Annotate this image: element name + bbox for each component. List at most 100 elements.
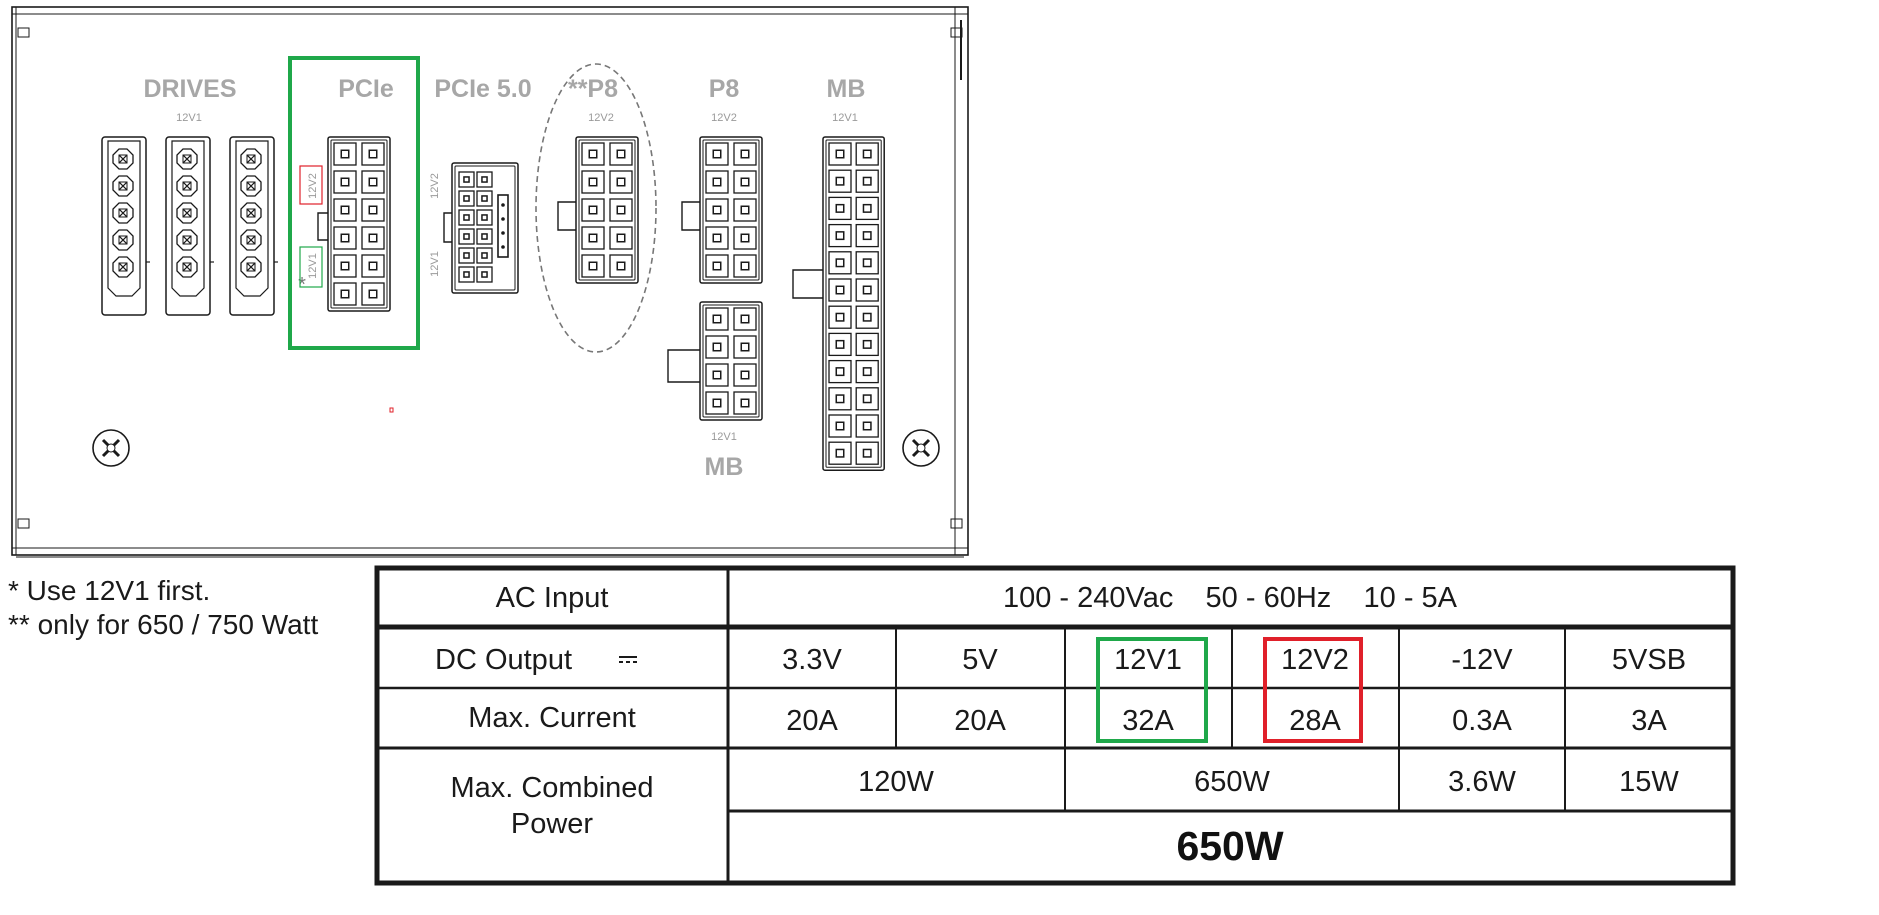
- connector-pin: [361, 142, 385, 166]
- connector-pin: [361, 198, 385, 222]
- connector-pin: [855, 169, 879, 193]
- dc-output-cell: 5V: [962, 644, 998, 676]
- connector-pin: [458, 171, 475, 188]
- header-mb-bottom: MB: [705, 453, 744, 481]
- connector-pin: [112, 148, 134, 170]
- note-line-2: ** only for 650 / 750 Watt: [8, 609, 318, 640]
- connector-pin: [240, 175, 262, 197]
- drive-connector: [229, 136, 278, 316]
- connector-pin: [581, 226, 605, 250]
- connector-pin: [333, 254, 357, 278]
- connector-pin: [581, 142, 605, 166]
- dc-output-cell: 5VSB: [1612, 644, 1686, 676]
- connector-pin: [476, 266, 493, 283]
- dc-output-cell: 3.3V: [782, 644, 842, 676]
- screw-icon: [92, 429, 130, 467]
- max-combined-cell: 3.6W: [1448, 766, 1516, 798]
- connector-pin: [828, 414, 852, 438]
- connector-pin: [581, 254, 605, 278]
- max-combined-cell: 650W: [1194, 766, 1270, 798]
- connector-pin: [733, 226, 757, 250]
- max-combined-label-line2: Power: [511, 808, 594, 840]
- dc-output-cell: -12V: [1451, 644, 1513, 676]
- connector-pin: [855, 305, 879, 329]
- connector-pin: [733, 307, 757, 331]
- rail-label-mb-top: 12V1: [832, 112, 858, 124]
- rail-label-pcie5-upper: 12V2: [429, 173, 441, 199]
- connector-pin: [855, 387, 879, 411]
- header-pcie: PCIe: [338, 75, 394, 103]
- max-current-cell: 0.3A: [1452, 705, 1512, 737]
- drive-connector: [165, 136, 214, 316]
- dc-output-row: 3.3V 5V 12V1 12V2 -12V 5VSB: [782, 644, 1686, 676]
- ac-input-label: AC Input: [496, 582, 609, 614]
- connector-pin: [705, 363, 729, 387]
- table-12v1-highlight: [1096, 637, 1208, 743]
- table-12v2-highlight: [1263, 637, 1363, 743]
- rail-label-mb-bottom: 12V1: [711, 431, 737, 443]
- header-drives: DRIVES: [143, 75, 236, 103]
- pcie5-connector: [443, 162, 519, 294]
- connector-pin: [458, 247, 475, 264]
- header-p8: P8: [709, 75, 740, 103]
- connector-pin: [828, 169, 852, 193]
- max-combined-total: 650W: [1176, 823, 1283, 869]
- connector-pin: [176, 175, 198, 197]
- max-combined-cell: 120W: [858, 766, 934, 798]
- connector-pin: [828, 332, 852, 357]
- connector-pin: [705, 226, 729, 250]
- connector-group: [101, 136, 885, 471]
- connector-pin: [476, 190, 493, 207]
- connector-pin: [476, 228, 493, 245]
- connector-pin: [733, 363, 757, 387]
- drive-connector: [101, 136, 150, 316]
- pcie-highlight-box: [288, 56, 420, 350]
- pcie-connector: [317, 136, 391, 312]
- max-current-cell: 20A: [954, 705, 1006, 737]
- connector-pin: [855, 223, 879, 248]
- dc-output-cell: 12V1: [1114, 644, 1182, 676]
- connector-pin: [855, 441, 879, 465]
- pcie-star-marker: *: [298, 274, 306, 296]
- connector-pin: [176, 229, 198, 251]
- connector-pin: [705, 335, 729, 359]
- connector-pin: [828, 142, 852, 166]
- connector-pin: [609, 254, 633, 278]
- connector-pin: [855, 278, 879, 302]
- connector-pin: [333, 282, 357, 306]
- small-red-mark: [389, 407, 394, 413]
- panel-tab: [950, 518, 963, 529]
- header-pcie5: PCIe 5.0: [434, 75, 531, 103]
- connector-pin: [458, 209, 475, 226]
- connector-pin: [828, 223, 852, 248]
- connector-pin: [476, 171, 493, 188]
- header-mb-top: MB: [827, 75, 866, 103]
- connector-pin: [855, 359, 879, 384]
- connector-pin: [581, 198, 605, 222]
- connector-pin: [333, 226, 357, 250]
- pcie-12v1-marker: [299, 246, 323, 288]
- connector-pin: [705, 142, 729, 166]
- connector-pin: [855, 414, 879, 438]
- connector-pin: [333, 142, 357, 166]
- connector-pin: [333, 170, 357, 194]
- max-current-label: Max. Current: [468, 702, 636, 734]
- rail-label-p8-optional: 12V2: [588, 112, 614, 124]
- connector-pin: [176, 202, 198, 224]
- connector-pin: [240, 202, 262, 224]
- dc-symbol-icon: [619, 656, 637, 663]
- connector-pin: [609, 226, 633, 250]
- dc-output-cell: 12V2: [1281, 644, 1349, 676]
- connector-pin: [609, 170, 633, 194]
- connector-pin: [733, 335, 757, 359]
- max-current-cell: 3A: [1631, 705, 1667, 737]
- connector-pin: [733, 391, 757, 415]
- ac-input-value: 100 - 240Vac 50 - 60Hz 10 - 5A: [1003, 582, 1458, 614]
- connector-pin: [855, 332, 879, 357]
- connector-pin: [733, 254, 757, 278]
- connector-pin: [733, 142, 757, 166]
- connector-pin: [828, 359, 852, 384]
- connector-pin: [333, 198, 357, 222]
